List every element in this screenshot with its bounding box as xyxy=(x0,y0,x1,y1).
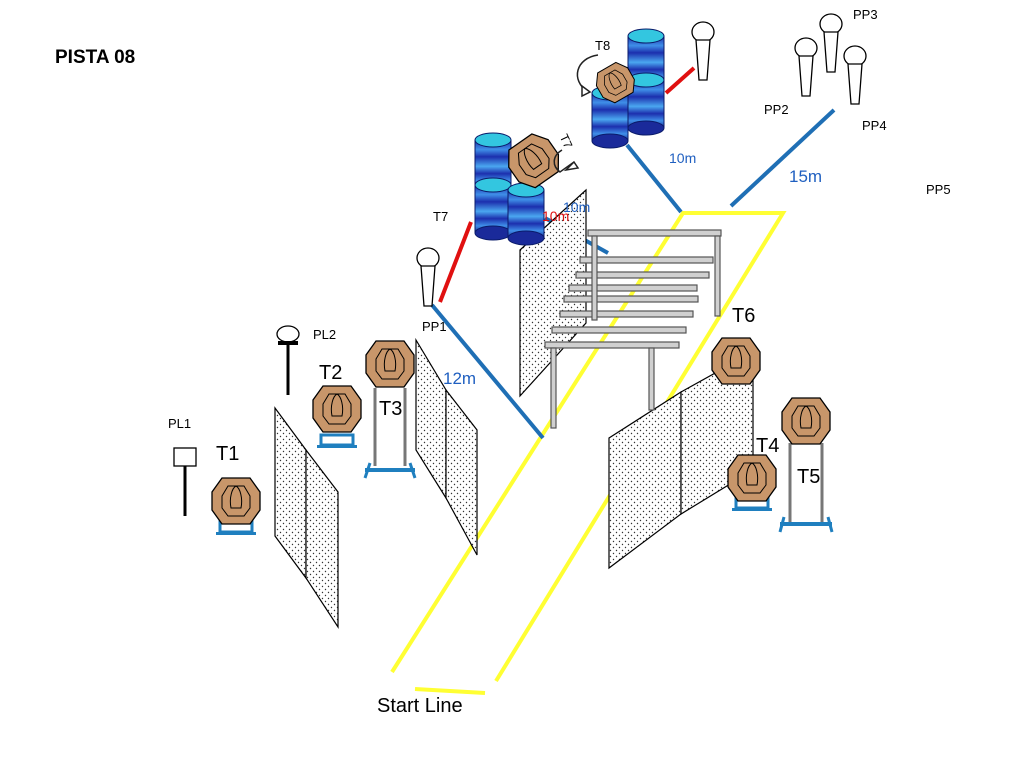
wall-left-2 xyxy=(305,448,339,630)
swing-line-t8 xyxy=(664,66,696,95)
swing-line-t7 xyxy=(438,221,473,303)
plate-pl2 xyxy=(276,325,300,395)
table-leg xyxy=(714,235,721,317)
label-t7: T7 xyxy=(433,209,448,224)
distance-line-12m xyxy=(430,303,545,440)
target-t4 xyxy=(727,454,777,513)
wall-mid-1 xyxy=(415,337,447,501)
rotation-arrow-icon xyxy=(576,54,599,98)
rotation-arrow-icon xyxy=(553,149,580,173)
start-line-label: Start Line xyxy=(377,695,463,717)
label-pl2: PL2 xyxy=(313,327,336,342)
table-leg xyxy=(648,347,655,411)
table-slat xyxy=(551,326,687,334)
label-pp2: PP2 xyxy=(764,102,789,117)
label-pl1: PL1 xyxy=(168,416,191,431)
table-slat xyxy=(579,256,714,264)
table-leg xyxy=(591,235,598,321)
table-slat xyxy=(544,341,680,349)
label-pp1: PP1 xyxy=(422,319,447,334)
table xyxy=(544,229,722,429)
label-t6: T6 xyxy=(732,305,755,327)
label-t3: T3 xyxy=(379,398,402,420)
distance-line-15m xyxy=(729,108,836,208)
label-pp4: PP4 xyxy=(862,118,887,133)
label-t5: T5 xyxy=(797,466,820,488)
label-t4: T4 xyxy=(756,435,779,457)
label-t7-rotating: T7 xyxy=(557,132,576,151)
wall-mid-2 xyxy=(445,388,478,556)
distance-label-10m-red: 10m xyxy=(542,208,569,224)
distance-line-10m-top xyxy=(625,143,683,214)
wall-right-1 xyxy=(608,390,682,570)
table-slat xyxy=(563,295,699,303)
popper-pp4 xyxy=(843,45,867,105)
target-t1 xyxy=(211,477,261,537)
popper-pp2 xyxy=(794,37,818,97)
plate-pl1 xyxy=(173,447,197,516)
popper-pp1 xyxy=(416,247,440,307)
table-slat xyxy=(575,271,710,279)
table-slat xyxy=(559,310,694,318)
table-slat xyxy=(568,284,698,292)
target-t5 xyxy=(778,397,834,533)
distance-label-10m-mid: 10m xyxy=(563,199,590,215)
label-t8: T8 xyxy=(595,38,610,53)
distance-label-10m-top: 10m xyxy=(669,150,696,166)
popper-t8-popper xyxy=(691,21,715,81)
label-pp3: PP3 xyxy=(853,7,878,22)
label-pp5: PP5 xyxy=(926,182,951,197)
target-t3 xyxy=(363,340,417,479)
target-t6 xyxy=(711,337,761,385)
table-slat xyxy=(587,229,722,237)
distance-label-15m: 15m xyxy=(789,167,822,186)
target-t2 xyxy=(312,385,362,450)
swing-lines xyxy=(438,66,696,303)
popper-pp3 xyxy=(819,13,843,73)
start-line xyxy=(414,687,486,695)
label-t1: T1 xyxy=(216,443,239,465)
label-t2: T2 xyxy=(319,362,342,384)
distance-label-12m: 12m xyxy=(443,369,476,388)
table-leg xyxy=(550,347,557,429)
page-title: PISTA 08 xyxy=(55,47,135,68)
wall-left-1 xyxy=(274,406,307,580)
